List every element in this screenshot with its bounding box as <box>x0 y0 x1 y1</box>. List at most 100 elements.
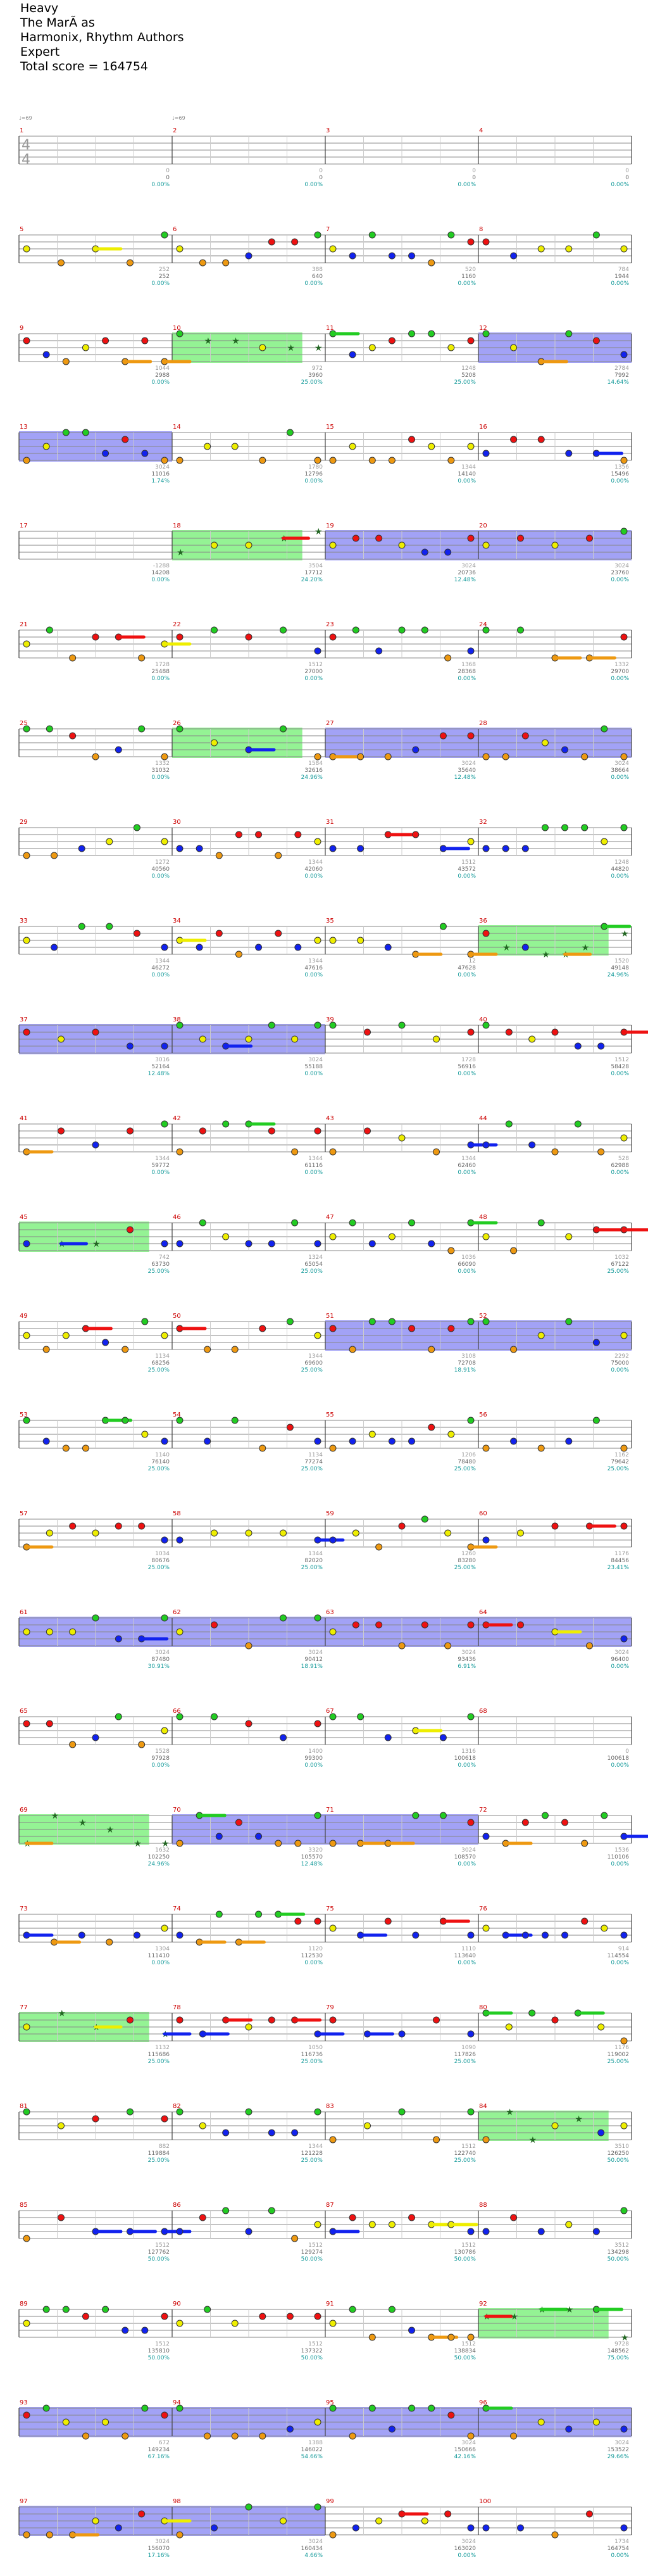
measure-note-score: 1632 <box>155 1847 170 1853</box>
gem-note <box>447 1430 455 1438</box>
measure-number: 7 <box>326 226 330 233</box>
measure-number: 18 <box>173 522 181 529</box>
gem-note <box>502 753 509 761</box>
gem-note <box>106 923 113 930</box>
gem-note <box>620 351 628 358</box>
measure-number: 11 <box>326 325 334 332</box>
measure-percent: 67.16% <box>148 2454 170 2460</box>
measure-number: 6 <box>173 226 177 233</box>
gem-note <box>231 443 239 450</box>
measure-cumulative-score: 87480 <box>151 1657 170 1663</box>
gem-note <box>368 2221 376 2228</box>
gem-note <box>329 1444 337 1452</box>
gem-note <box>69 654 77 662</box>
measure-cumulative-score: 146022 <box>301 2447 323 2453</box>
measure-percent: 25.00% <box>608 1268 630 1275</box>
gem-note <box>581 824 589 831</box>
measure-note-score: 3024 <box>461 2440 476 2446</box>
measure-note-score: 1344 <box>308 1551 323 1557</box>
measure-cumulative-score: 113640 <box>454 1953 477 1959</box>
measure-percent: 25.00% <box>301 1466 323 1472</box>
measure-number: 43 <box>326 1115 334 1122</box>
measure-note-score: 742 <box>159 1254 170 1261</box>
measure-cumulative-score: 135810 <box>148 2348 170 2354</box>
gem-note <box>352 1529 359 1537</box>
star-note: ★ <box>621 929 629 939</box>
measure-cumulative-score: 137322 <box>301 2348 323 2354</box>
measure-number: 76 <box>479 1905 487 1912</box>
measure-cumulative-score: 63730 <box>151 1261 170 1268</box>
measure-number: 92 <box>479 2301 487 2308</box>
measure-percent: 12.48% <box>301 1861 323 1867</box>
measure-cumulative-score: 14140 <box>458 471 476 477</box>
measure-percent: 0.00% <box>304 1960 323 1966</box>
gem-note <box>259 2432 266 2440</box>
measure-number: 57 <box>20 1510 28 1517</box>
measure-number: 64 <box>479 1609 487 1616</box>
measure-cumulative-score: 1160 <box>461 274 476 280</box>
gem-note <box>433 2136 440 2144</box>
measure-percent: 0.00% <box>458 1268 476 1275</box>
measure-cumulative-score: 252 <box>159 274 170 280</box>
level-label: Expert <box>20 45 60 59</box>
measure-number: 26 <box>173 720 181 727</box>
measure-note-score: 3024 <box>461 761 476 767</box>
measure-cumulative-score: 150666 <box>454 2447 477 2453</box>
measure-percent: 25.00% <box>148 2157 170 2164</box>
measure-percent: 0.00% <box>458 1170 476 1176</box>
gem-note <box>597 2023 605 2031</box>
measure-number: 59 <box>326 1510 334 1517</box>
gem-note <box>127 1042 134 1050</box>
gem-note <box>428 443 435 450</box>
measure-cumulative-score: 82020 <box>304 1558 323 1564</box>
gem-note <box>482 1444 490 1452</box>
gem-note <box>222 259 230 267</box>
gem-note <box>329 245 337 253</box>
measure-percent: 0.00% <box>304 873 323 880</box>
gem-note <box>528 1141 536 1149</box>
gem-note <box>537 2418 545 2426</box>
measure-percent: 25.00% <box>301 2059 323 2065</box>
measure-number: 99 <box>326 2498 334 2505</box>
measure-cumulative-score: 111410 <box>148 1953 170 1959</box>
gem-note <box>259 1444 266 1452</box>
measure-number: 81 <box>20 2103 28 2110</box>
measure-cumulative-score: 49148 <box>611 965 629 971</box>
gem-note <box>408 330 416 338</box>
measure-percent: 0.00% <box>458 182 476 188</box>
gem-note <box>161 1614 168 1622</box>
measure-number: 12 <box>479 325 487 332</box>
measure-cumulative-score: 77274 <box>304 1459 323 1465</box>
gem-note <box>447 2411 455 2419</box>
gem-note <box>314 1127 321 1135</box>
gem-note <box>62 358 70 365</box>
gem-note <box>349 2306 356 2313</box>
gem-note <box>620 2425 628 2433</box>
gem-note <box>482 2228 490 2235</box>
gem-note <box>368 2404 376 2412</box>
measure-cumulative-score: 97928 <box>151 1755 170 1762</box>
gem-note <box>161 753 168 761</box>
measure-number: 24 <box>479 621 487 628</box>
gem-note <box>314 937 321 944</box>
gem-note <box>280 725 287 733</box>
measure-percent: 50.00% <box>454 2355 477 2361</box>
gem-note <box>161 1727 168 1734</box>
gem-note <box>384 944 392 951</box>
measure-note-score: 528 <box>618 1156 629 1162</box>
gem-note <box>176 1931 184 1939</box>
gem-note <box>176 1240 184 1247</box>
gem-note <box>69 1522 77 1530</box>
gem-note <box>537 1332 545 1339</box>
measure-number: 66 <box>173 1708 181 1715</box>
measure-number: 25 <box>20 720 28 727</box>
measure-number: 1 <box>20 127 23 134</box>
measure-number: 69 <box>20 1807 28 1814</box>
measure-cumulative-score: 5208 <box>461 372 476 379</box>
gem-note <box>368 1430 376 1438</box>
gem-note <box>23 2531 30 2539</box>
star-note: ★ <box>78 1818 87 1828</box>
gem-note <box>176 1840 184 1847</box>
measure-percent: 0.00% <box>458 2553 476 2559</box>
gem-note <box>141 1430 149 1438</box>
